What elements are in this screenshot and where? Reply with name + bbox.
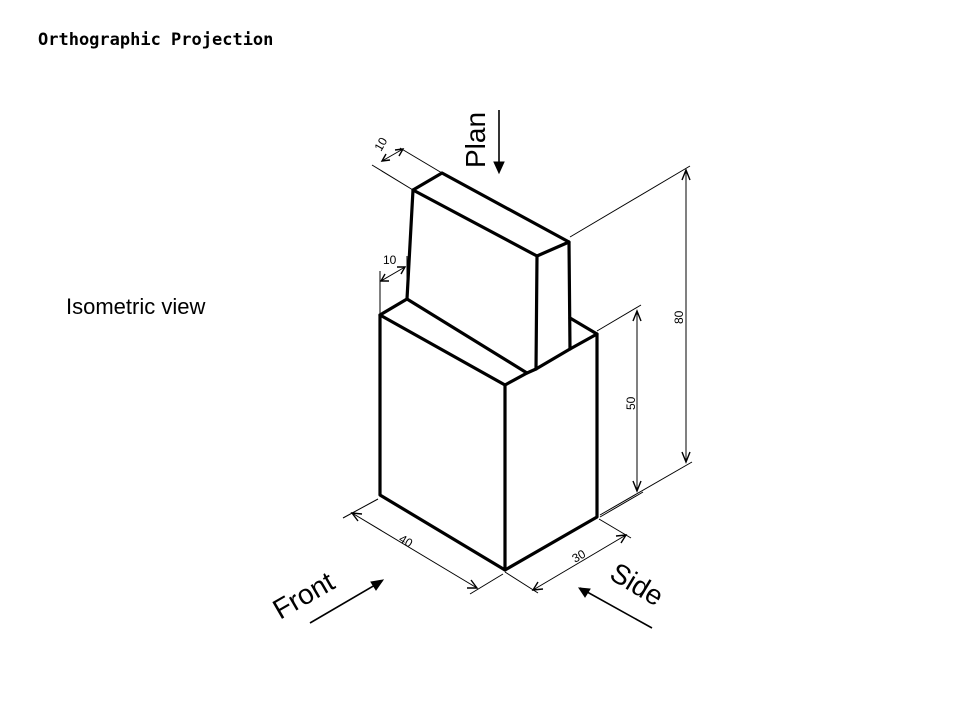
plan-view-indicator: Plan <box>460 110 505 175</box>
notch-edge <box>568 316 599 336</box>
lower-step-top <box>378 297 529 375</box>
dimension-label-30: 30 <box>570 547 589 566</box>
dimension-label-10-top: 10 <box>371 135 390 154</box>
dimension-label-10-step: 10 <box>383 253 397 267</box>
front-view-indicator: Front <box>268 566 385 626</box>
dimension-label-50: 50 <box>624 396 638 410</box>
upper-top-edge <box>535 240 571 258</box>
dimension-top-depth: 10 <box>371 135 443 191</box>
side-view-indicator: Side <box>578 557 669 629</box>
front-arrow-icon <box>370 579 385 591</box>
front-face <box>378 313 507 572</box>
plan-label: Plan <box>460 112 491 168</box>
side-label: Side <box>605 557 669 612</box>
dimension-front-width: 40 <box>342 498 504 595</box>
dimension-step-depth: 10 <box>379 253 408 315</box>
page-title: Orthographic Projection <box>38 30 274 50</box>
dimension-lower-height: 50 <box>596 304 644 518</box>
plan-arrow-icon <box>493 161 505 175</box>
isometric-view-caption: Isometric view <box>66 294 206 319</box>
dimension-label-40: 40 <box>396 532 415 551</box>
dimension-total-height: 80 <box>569 165 693 516</box>
side-arrow-icon <box>578 587 591 598</box>
front-label: Front <box>268 566 340 626</box>
dimension-label-80: 80 <box>672 310 686 324</box>
isometric-object <box>378 171 599 572</box>
dimension-side-width: 30 <box>504 518 632 594</box>
